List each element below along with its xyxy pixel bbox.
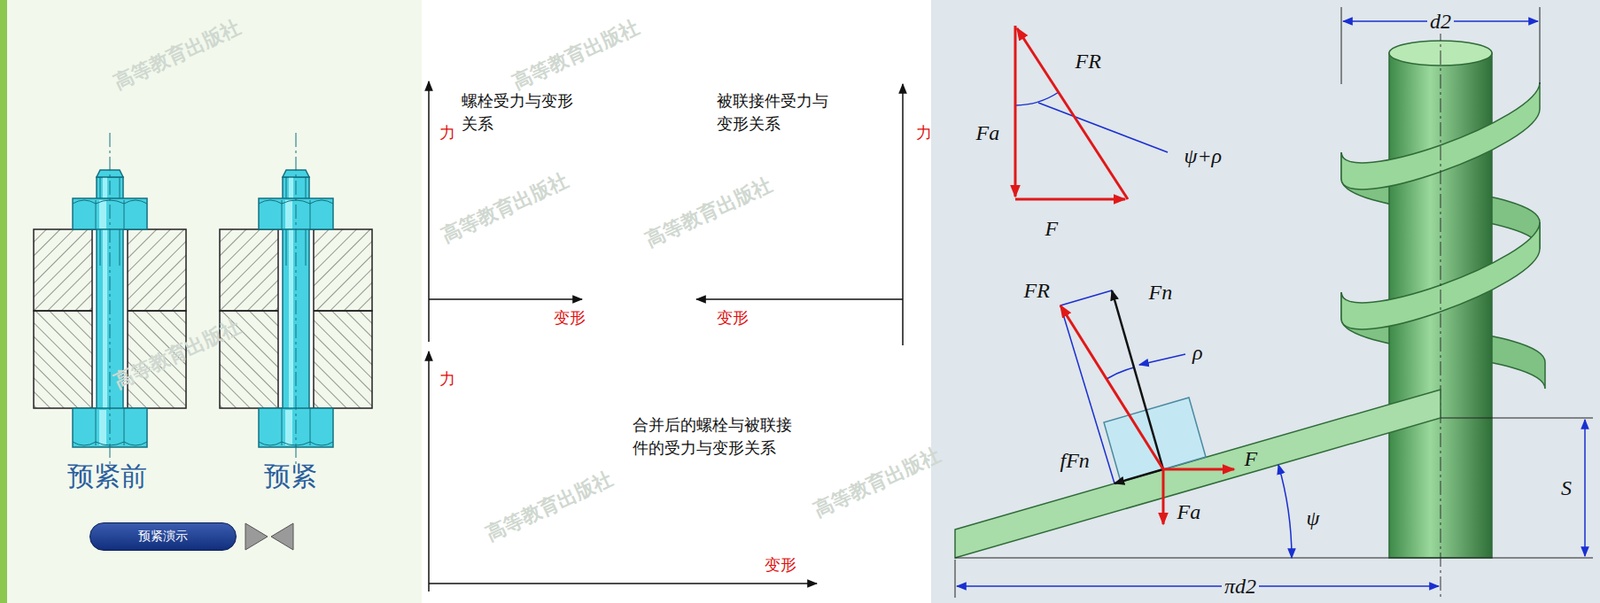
- force-label: FR: [1075, 49, 1102, 74]
- axis-label: 力: [439, 122, 456, 144]
- angle-label: ρ: [1192, 341, 1204, 366]
- watermark: 高等教育出版社: [508, 14, 644, 96]
- bolt-preloaded: [219, 132, 373, 466]
- force-label: Fa: [1177, 500, 1202, 525]
- force-label: Fn: [1149, 280, 1173, 305]
- play-triangle: [271, 523, 294, 551]
- bolt-before: [33, 132, 187, 466]
- panel-ground: [931, 0, 1600, 603]
- extension-lines: [955, 7, 1593, 599]
- axis-label: 变形: [764, 554, 797, 576]
- angle-label: ψ: [1306, 506, 1321, 531]
- angle-label: ψ+ρ: [1184, 144, 1223, 169]
- demo-button: 预紧演示: [89, 522, 237, 552]
- panel-ground: [0, 0, 422, 603]
- force-arrows: [1015, 25, 1235, 525]
- dimension-lines: [956, 21, 1585, 587]
- watermark: 高等教育出版社: [809, 442, 945, 524]
- axis-label: 力: [439, 368, 456, 390]
- axis-label: 力: [916, 122, 933, 144]
- force-label: FR: [1024, 279, 1050, 303]
- dimension-label: πd2: [1221, 574, 1259, 599]
- graph-title: 螺栓受力与变形 关系: [461, 89, 581, 136]
- play-triangle: [245, 523, 268, 551]
- dimension-label: S: [1561, 476, 1572, 501]
- force-label: F: [1244, 447, 1259, 472]
- state-label: 预紧: [264, 458, 318, 496]
- force-label: fFn: [1060, 449, 1090, 474]
- graph-title: 合并后的螺栓与被联接 件的受力与变形关系: [632, 413, 801, 460]
- axis-label: 变形: [716, 307, 749, 329]
- state-label: 预紧前: [67, 458, 148, 496]
- dimension-label: d2: [1427, 9, 1454, 34]
- screw-illustration: [955, 26, 1546, 599]
- watermark: 高等教育出版社: [641, 171, 777, 254]
- force-label: F: [1045, 217, 1059, 241]
- watermark: 高等教育出版社: [437, 167, 573, 249]
- axis-label: 变形: [553, 307, 586, 329]
- force-label: Fa: [976, 121, 1001, 146]
- watermark: 高等教育出版社: [481, 466, 617, 548]
- graph-title: 被联接件受力与 变形关系: [716, 89, 836, 136]
- frame-strip: [0, 0, 8, 603]
- button-text: 预紧演示: [138, 528, 188, 545]
- construction-lines: [1015, 92, 1186, 484]
